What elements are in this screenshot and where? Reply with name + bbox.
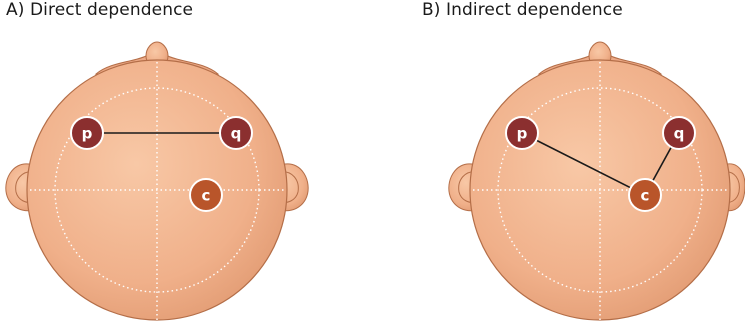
node-label: p: [82, 125, 93, 143]
node-label: c: [641, 187, 650, 205]
node-label: c: [202, 187, 211, 205]
head-diagram: p q c: [0, 0, 372, 329]
panel-indirect-dependence: B) Indirect dependence: [373, 0, 745, 329]
node-label: q: [231, 125, 242, 143]
head-diagram: p q c: [373, 0, 745, 329]
node-label: p: [517, 125, 528, 143]
node-p: p: [71, 117, 103, 149]
node-label: q: [674, 125, 685, 143]
node-p: p: [506, 117, 538, 149]
node-c: c: [629, 179, 661, 211]
node-q: q: [220, 117, 252, 149]
panel-direct-dependence: A) Direct dependence: [0, 0, 372, 329]
node-c: c: [190, 179, 222, 211]
node-q: q: [663, 117, 695, 149]
